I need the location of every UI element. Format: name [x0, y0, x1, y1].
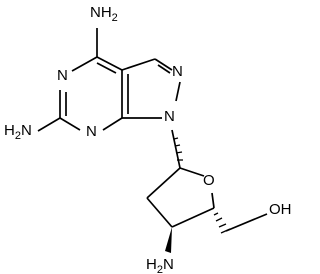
bond-n7-c8-double [157, 64, 171, 74]
hashed-wedge-c1 [173, 137, 183, 161]
bond-c2-c1 [146, 167, 181, 199]
hashed-wedge-c4 [213, 212, 231, 234]
bond-n3-c4 [102, 117, 123, 131]
bond-n9-c1prime [171, 129, 181, 169]
ring-oxygen-label: O [203, 172, 215, 189]
bond-c3-c2 [146, 197, 173, 228]
purine-n3-label: N [86, 123, 97, 140]
purine-n1-label: N [57, 67, 68, 84]
wedge-c3-amine [165, 227, 172, 253]
bond-c1-o [179, 167, 205, 177]
bond-c2-amine [37, 117, 61, 132]
amine-label-left: H2N [4, 122, 32, 142]
bond-c8-n7 [154, 58, 173, 71]
structure-diagram: NH2 H2N N N N N O OH H2N [4, 4, 292, 274]
bond-c5-c6 [96, 56, 123, 71]
bond-c2-n3 [59, 117, 81, 131]
bond-c6-n1 [71, 56, 98, 72]
bond-o-c4 [211, 192, 215, 209]
bond-ch2-oh [225, 213, 268, 232]
amine-label-sugar: H2N [146, 256, 174, 274]
hydroxyl-label: OH [269, 201, 292, 218]
purine-n9-label: N [164, 108, 175, 125]
molecule-drawing: NH2 H2N N N N N O OH H2N [4, 4, 292, 274]
purine-n7-label: N [172, 63, 183, 80]
bond-c4-c3 [171, 207, 215, 228]
bond-c5-c8 [121, 58, 156, 71]
bond-c5-c6-double [96, 62, 117, 74]
amine-label-top: NH2 [90, 4, 118, 24]
bond-n7-n9 [175, 81, 181, 102]
